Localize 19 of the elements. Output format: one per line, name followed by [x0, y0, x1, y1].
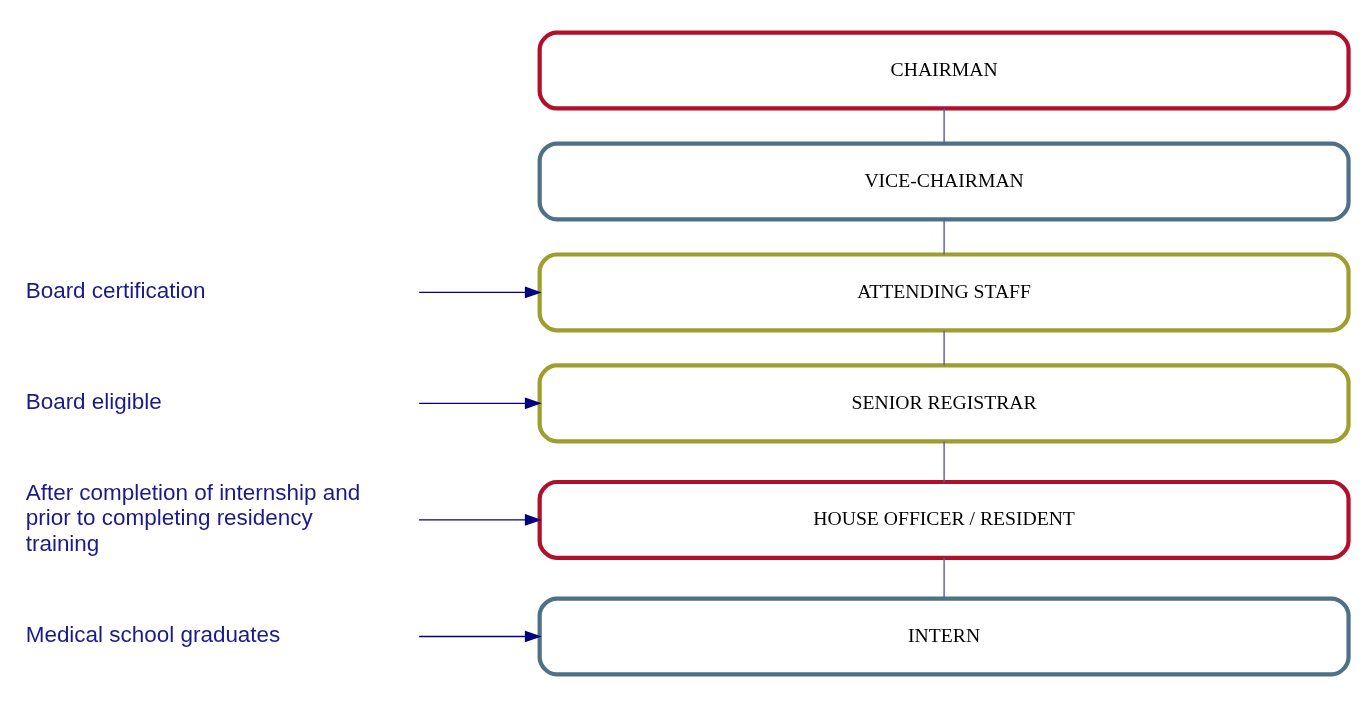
node-text: Medical school graduates	[25, 621, 281, 647]
node-box: VICE-CHAIRMAN	[537, 140, 1351, 221]
connector	[943, 329, 945, 366]
node-box: ATTENDING STAFF	[537, 251, 1351, 332]
connector	[943, 107, 945, 144]
arrow	[418, 630, 542, 642]
arrow	[418, 286, 542, 298]
node-box: SENIOR REGISTRAR	[537, 362, 1351, 443]
node-text: Board certification	[25, 277, 206, 303]
node-box: CHAIRMAN	[537, 30, 1351, 111]
node-box: HOUSE OFFICER / RESIDENT	[537, 479, 1351, 560]
arrow	[418, 396, 542, 409]
connector	[943, 218, 945, 255]
connector	[943, 556, 945, 599]
node-text: After completion of internship and prior to completing residency training	[25, 479, 361, 556]
node-text: Board eligible	[25, 388, 162, 414]
arrow	[418, 513, 542, 526]
connector	[943, 440, 945, 483]
node-box: INTERN	[537, 595, 1351, 676]
